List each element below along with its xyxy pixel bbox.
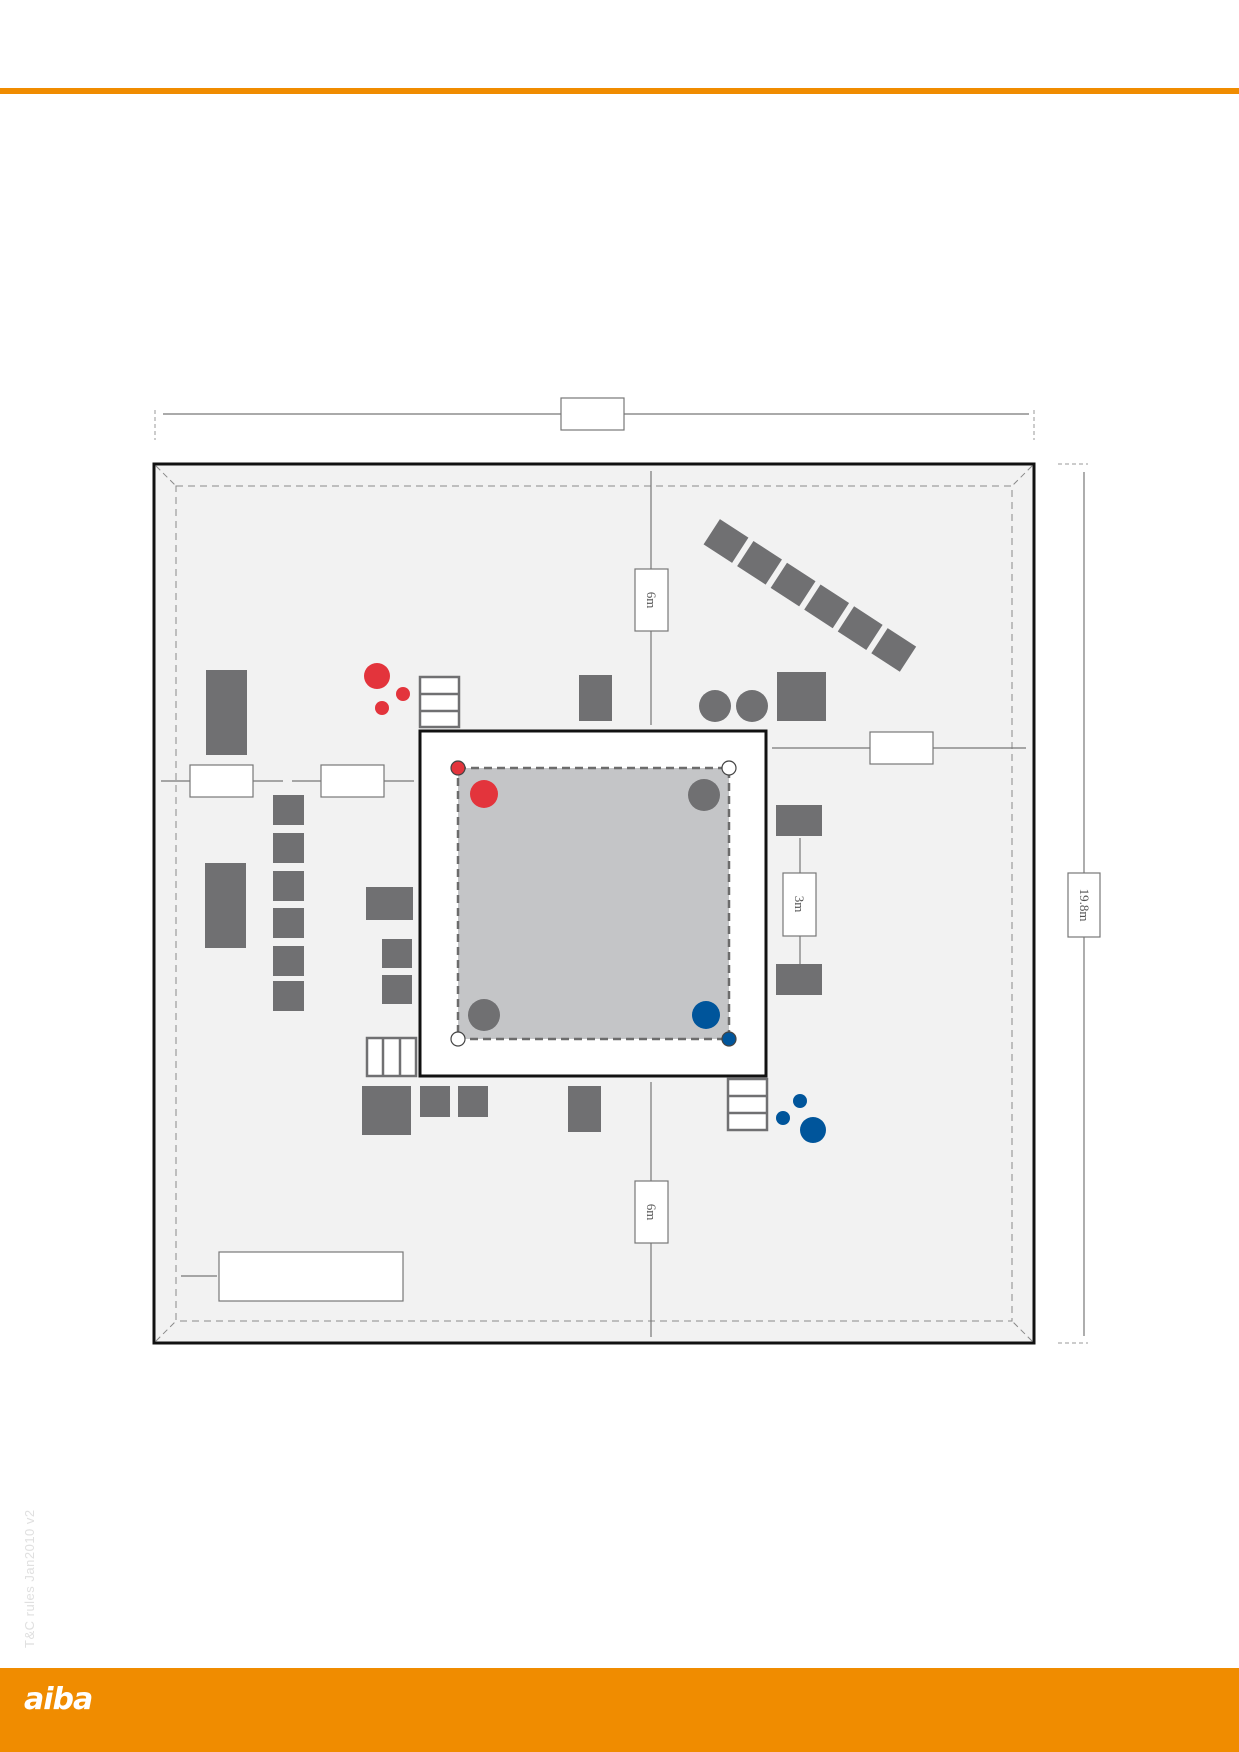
judges-gap-dimension: 3m <box>782 838 817 966</box>
steps-red <box>418 675 461 729</box>
red-corner-marker <box>470 780 498 808</box>
equipment-block <box>579 675 612 721</box>
blue-corner-buckets <box>776 1094 826 1143</box>
equipment-block <box>776 964 822 995</box>
equipment-block <box>273 871 304 901</box>
steps-blue <box>726 1077 769 1132</box>
ring-canvas <box>456 766 731 1041</box>
equipment-block <box>737 540 782 585</box>
equipment-round <box>736 690 768 722</box>
equipment-block <box>871 628 917 672</box>
bottom-distance-label: 6m <box>644 1204 659 1221</box>
equipment-block <box>458 1086 488 1117</box>
right-gap-label: 3m <box>792 896 807 913</box>
equipment-block <box>273 795 304 825</box>
equipment-block <box>362 1086 411 1135</box>
equipment-block <box>776 805 822 836</box>
top-ring-distance: 6m <box>634 471 669 725</box>
neutral-corner-post-left <box>450 1031 466 1047</box>
equipment-block <box>703 519 749 563</box>
neutral-corner-post-right <box>721 760 737 776</box>
equipment-block <box>206 670 247 755</box>
steps-neutral <box>365 1036 418 1078</box>
top-dimension <box>154 397 1035 440</box>
equipment-block <box>205 863 246 948</box>
equipment-block <box>804 584 850 629</box>
header-accent-line <box>0 88 1239 94</box>
bottom-left-zone <box>181 1251 404 1302</box>
equipment-block <box>382 975 412 1004</box>
equipment-block <box>770 562 816 607</box>
equipment-block <box>382 939 412 968</box>
red-corner-post <box>450 760 466 776</box>
corner-diagonals <box>155 465 1033 1342</box>
neutral-corner-marker-left <box>468 999 500 1031</box>
red-corner-buckets <box>364 663 410 715</box>
equipment-block <box>273 908 304 938</box>
diagonal-tables <box>703 519 917 672</box>
equipment-block <box>366 887 413 920</box>
aiba-logo-icon: aiba <box>24 1682 93 1717</box>
neutral-corner-marker-right <box>688 779 720 811</box>
overall-side-label: 19.8m <box>1077 889 1092 922</box>
equipment-block <box>568 1086 601 1132</box>
equipment-block <box>273 981 304 1011</box>
equipment-block <box>837 606 883 650</box>
footer-bar <box>0 1668 1239 1752</box>
ring-steps <box>365 675 769 1132</box>
left-distances <box>161 764 414 798</box>
equipment-block <box>273 946 304 976</box>
bottom-ring-distance: 6m <box>634 1082 669 1337</box>
document-version-note: T&C rules Jan2010 v2 <box>22 1509 37 1648</box>
right-dimension: 19.8m <box>1058 463 1101 1344</box>
equipment-block <box>777 672 826 721</box>
equipment-round <box>699 690 731 722</box>
equipment-blocks <box>205 670 826 1135</box>
top-distance-label: 6m <box>644 592 659 609</box>
blue-corner-marker <box>692 1001 720 1029</box>
top-width-box <box>560 397 625 431</box>
inner-boundary-dashed <box>175 485 1013 1322</box>
blue-corner-post <box>721 1031 737 1047</box>
equipment-block <box>420 1086 450 1117</box>
right-ring-distance <box>772 731 1026 765</box>
equipment-block <box>273 833 304 863</box>
side-dimension-box <box>1067 872 1101 938</box>
